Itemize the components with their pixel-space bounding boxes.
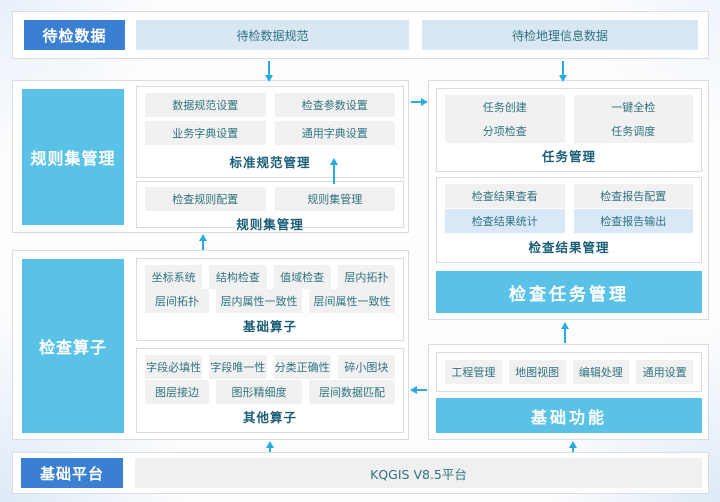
op-class-correctness: 分类正确性: [273, 355, 331, 379]
pending-data-spec-box: 待检数据规范: [136, 20, 409, 50]
rule-set-sidebar-label: 规则集管理: [22, 89, 124, 225]
module-project-mgmt: 工程管理: [445, 360, 502, 384]
arrow-geodata-to-task: [559, 61, 567, 82]
op-value-domain-check: 值域检查: [273, 265, 331, 289]
other-operator-caption: 其他算子: [242, 410, 297, 425]
arrow-spec-to-ruleset: [265, 61, 273, 82]
module-common-dict-setting: 通用字典设置: [274, 121, 395, 145]
basic-function-section: 工程管理 地图视图 编辑处理 通用设置 基础功能: [428, 344, 709, 440]
pending-data-section: 待检数据 待检数据规范 待检地理信息数据: [12, 11, 709, 59]
module-report-config: 检查报告配置: [573, 184, 693, 208]
basic-operator-caption: 基础算子: [242, 319, 297, 334]
task-group-caption: 任务管理: [541, 149, 596, 164]
platform-section: 基础平台 KQGIS V8.5平台: [12, 452, 709, 494]
module-result-stats: 检查结果统计: [445, 209, 565, 233]
arrow-basic-to-checktask: [561, 322, 569, 343]
op-coordinate-system: 坐标系统: [145, 265, 203, 289]
op-field-required: 字段必填性: [145, 355, 203, 379]
module-data-spec-setting: 数据规范设置: [145, 93, 266, 117]
arrow-platform-to-operator: [266, 441, 274, 452]
arrow-ruleset-to-task: [411, 98, 428, 106]
module-one-key-check: 一键全检: [573, 95, 693, 119]
standard-spec-caption: 标准规范管理: [229, 155, 311, 170]
pending-geo-data-box: 待检地理信息数据: [422, 20, 698, 50]
module-result-view: 检查结果查看: [445, 184, 565, 208]
operator-section: 检查算子 坐标系统 结构检查 值域检查 层内拓扑 层间拓扑 层内属性一致性 层间…: [12, 250, 409, 440]
basic-operator-row-2: 层间拓扑 层内属性一致性 层间属性一致性: [145, 289, 395, 313]
basic-operator-row-1: 坐标系统 结构检查 值域检查 层内拓扑: [145, 265, 395, 289]
rules-caption: 规则集管理: [236, 217, 304, 232]
standard-spec-row-1: 数据规范设置 检查参数设置: [145, 93, 395, 117]
check-task-section: 任务创建 一键全检 分项检查 任务调度 任务管理 检查结果查看 检查报告配置 检…: [428, 80, 709, 320]
rules-row: 检查规则配置 规则集管理: [145, 187, 395, 211]
check-task-banner: 检查任务管理: [436, 271, 702, 313]
result-row-1: 检查结果查看 检查报告配置: [445, 184, 693, 208]
result-row-2: 检查结果统计 检查报告输出: [445, 209, 693, 233]
module-task-create: 任务创建: [445, 95, 565, 119]
module-check-param-setting: 检查参数设置: [274, 93, 395, 117]
standard-spec-group: 数据规范设置 检查参数设置 业务字典设置 通用字典设置 标准规范管理: [136, 86, 404, 178]
pending-data-label: 待检数据: [24, 20, 125, 50]
basic-function-row: 工程管理 地图视图 编辑处理 通用设置: [445, 360, 693, 384]
platform-label: 基础平台: [21, 458, 123, 488]
arrow-rules-to-standard: [330, 158, 338, 184]
module-rule-set-mgmt: 规则集管理: [274, 187, 395, 211]
rule-set-section: 规则集管理 数据规范设置 检查参数设置 业务字典设置 通用字典设置 标准规范管理…: [12, 80, 409, 233]
basic-function-banner: 基础功能: [436, 398, 702, 433]
op-inter-layer-data-match: 层间数据匹配: [309, 379, 395, 404]
op-structure-check: 结构检查: [209, 265, 267, 289]
platform-value-box: KQGIS V8.5平台: [135, 458, 702, 488]
op-intra-layer-topology: 层内拓扑: [337, 265, 395, 289]
other-operator-group: 字段必填性 字段唯一性 分类正确性 碎小图块 图层接边 图形精细度 层间数据匹配…: [136, 348, 404, 433]
operator-sidebar-label: 检查算子: [22, 259, 124, 433]
task-row-2: 分项检查 任务调度: [445, 119, 693, 143]
other-operator-row-2: 图层接边 图形精细度 层间数据匹配: [145, 379, 395, 404]
arrow-basic-to-operator: [410, 386, 427, 394]
module-edit-process: 编辑处理: [572, 360, 630, 384]
other-operator-row-1: 字段必填性 字段唯一性 分类正确性 碎小图块: [145, 355, 395, 379]
rules-group: 检查规则配置 规则集管理 规则集管理: [136, 181, 404, 232]
op-layer-edge-match: 图层接边: [145, 379, 209, 404]
arrow-operator-to-ruleset: [199, 234, 207, 250]
result-group-caption: 检查结果管理: [528, 240, 610, 255]
basic-operator-group: 坐标系统 结构检查 值域检查 层内拓扑 层间拓扑 层内属性一致性 层间属性一致性…: [136, 258, 404, 341]
module-common-setting: 通用设置: [636, 360, 693, 384]
module-report-output: 检查报告输出: [573, 209, 693, 233]
module-check-rule-config: 检查规则配置: [145, 187, 266, 211]
op-inter-layer-attr-consistency: 层间属性一致性: [309, 289, 395, 313]
task-row-1: 任务创建 一键全检: [445, 95, 693, 119]
op-inter-layer-topology: 层间拓扑: [145, 289, 209, 313]
op-field-unique: 字段唯一性: [209, 355, 267, 379]
op-shape-precision: 图形精细度: [216, 379, 302, 404]
result-group: 检查结果查看 检查报告配置 检查结果统计 检查报告输出 检查结果管理: [436, 177, 702, 263]
module-map-view: 地图视图: [508, 360, 566, 384]
op-small-patch: 碎小图块: [337, 355, 395, 379]
op-intra-layer-attr-consistency: 层内属性一致性: [216, 289, 302, 313]
module-business-dict-setting: 业务字典设置: [145, 121, 266, 145]
basic-function-group: 工程管理 地图视图 编辑处理 通用设置: [436, 352, 702, 392]
module-item-check: 分项检查: [445, 119, 565, 143]
arrow-platform-to-basic: [569, 441, 577, 452]
standard-spec-row-2: 业务字典设置 通用字典设置: [145, 121, 395, 145]
task-group: 任务创建 一键全检 分项检查 任务调度 任务管理: [436, 88, 702, 172]
module-task-schedule: 任务调度: [573, 119, 693, 143]
